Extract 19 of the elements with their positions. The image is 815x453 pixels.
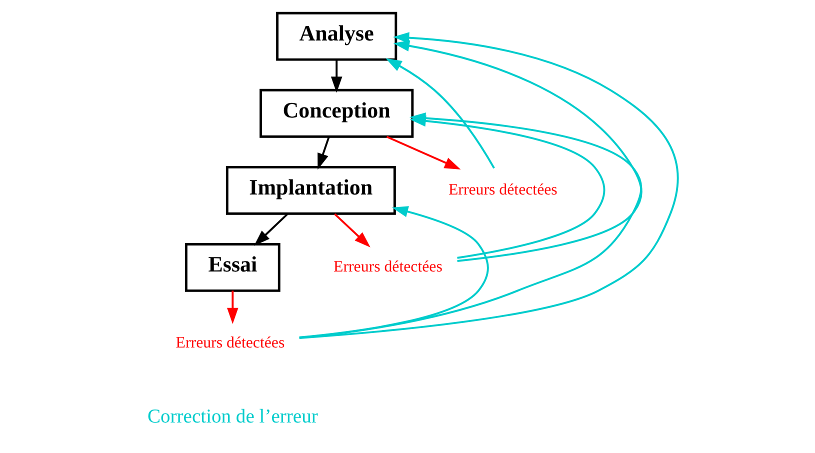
arrow — [298, 32, 678, 339]
node-box: Implantation — [225, 166, 396, 215]
arrow — [386, 136, 460, 170]
node-text: Erreurs détectées — [333, 258, 442, 276]
label: Correction de l’erreur — [146, 406, 318, 428]
arrow — [298, 206, 488, 338]
node-text: Erreurs détectées — [448, 182, 557, 199]
arrow — [330, 60, 342, 93]
arrow — [334, 213, 370, 248]
arrow — [226, 290, 238, 324]
arrow — [392, 40, 642, 262]
node-box: Conception — [259, 88, 414, 138]
arrow — [253, 213, 288, 246]
arrow — [299, 112, 642, 339]
arrow — [385, 58, 494, 169]
arrow — [317, 136, 330, 170]
node-box: Analyse — [276, 12, 397, 61]
node-box: Essai — [184, 243, 280, 292]
node-text: Erreurs détectées — [175, 334, 284, 352]
